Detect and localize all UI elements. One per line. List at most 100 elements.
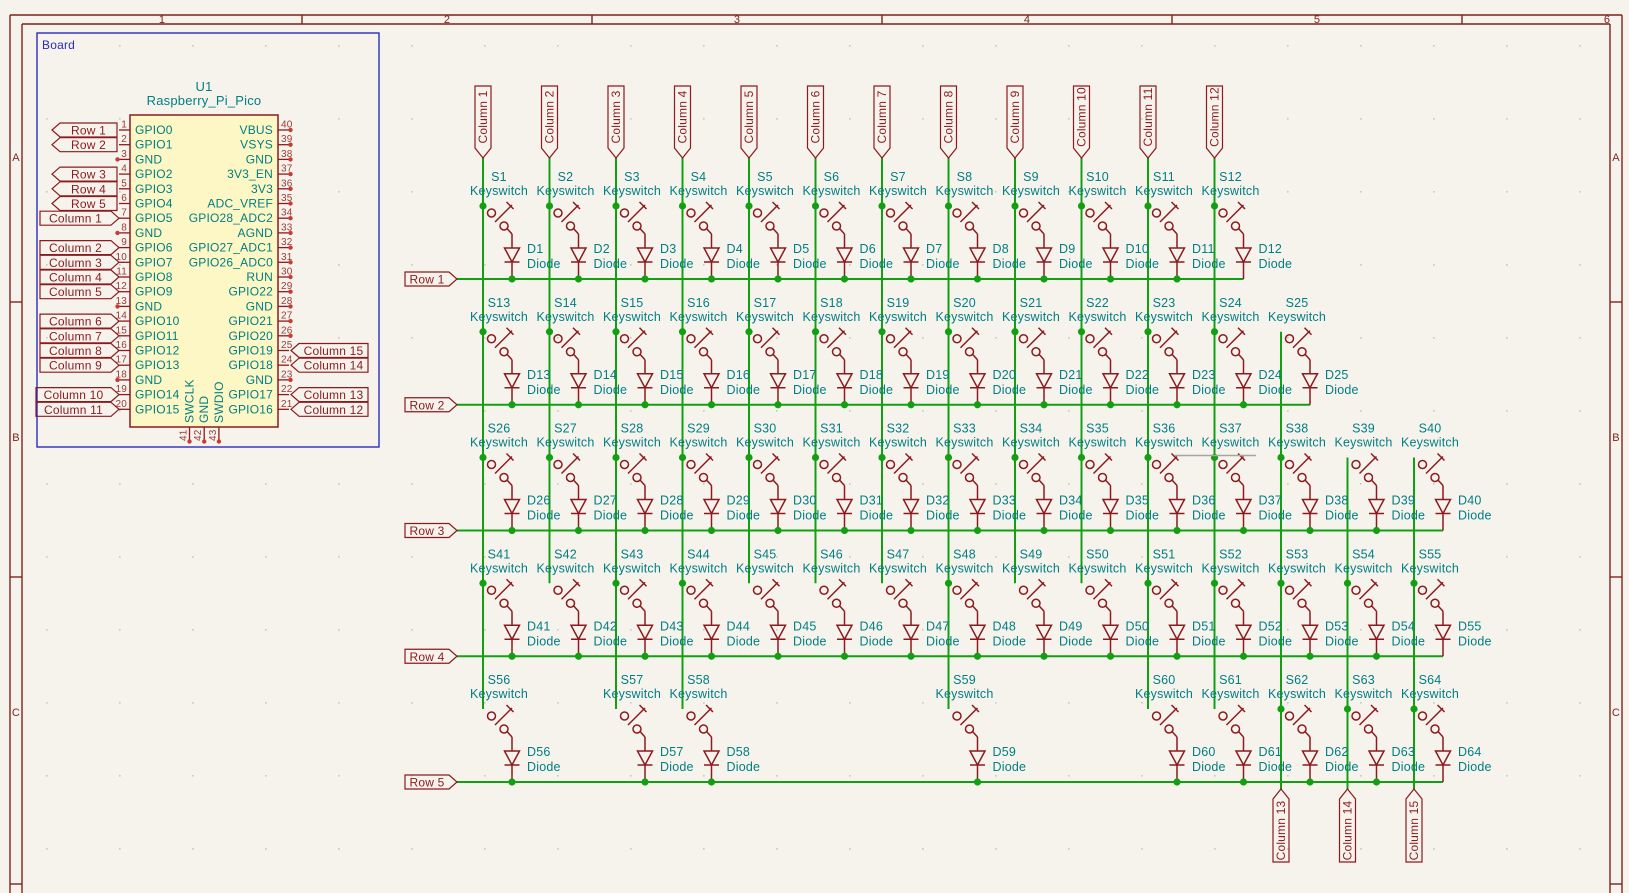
net-label-column-15[interactable]: Column 15 xyxy=(1405,788,1423,863)
net-label-column-7[interactable]: Column 7 xyxy=(873,85,891,159)
net-label-column-1[interactable]: Column 1 xyxy=(39,210,120,226)
net-label-column-5[interactable]: Column 5 xyxy=(39,284,120,300)
net-label-column-14[interactable]: Column 14 xyxy=(290,357,369,373)
net-label-column-1[interactable]: Column 1 xyxy=(474,85,492,159)
net-label-column-2[interactable]: Column 2 xyxy=(39,240,120,256)
board-sheet[interactable]: Board xyxy=(36,32,380,448)
net-label-column-11[interactable]: Column 11 xyxy=(35,401,120,417)
net-label-column-8[interactable]: Column 8 xyxy=(939,85,958,159)
net-label-column-6[interactable]: Column 6 xyxy=(39,313,120,329)
net-label-row-3[interactable]: Row 3 xyxy=(51,166,118,182)
net-label-column-15[interactable]: Column 15 xyxy=(290,342,369,359)
net-label-row-3[interactable]: Row 3 xyxy=(404,522,458,539)
net-label-row-4[interactable]: Row 4 xyxy=(51,181,118,197)
net-label-column-8[interactable]: Column 8 xyxy=(39,342,120,359)
net-label-row-1[interactable]: Row 1 xyxy=(404,271,458,287)
net-label-column-10[interactable]: Column 10 xyxy=(1072,85,1091,159)
